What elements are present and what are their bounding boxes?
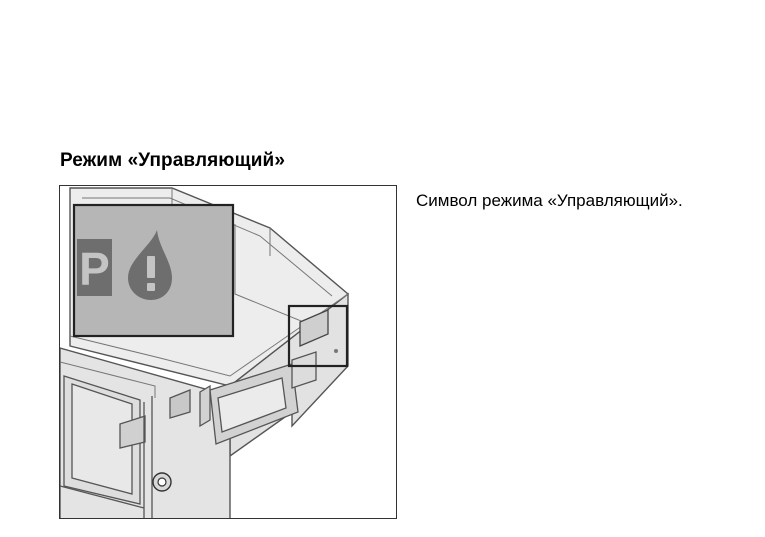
handle [169,351,317,445]
front-drawer [63,375,146,505]
section-heading: Режим «Управляющий» [60,150,285,171]
caption-text: Символ режима «Управляющий». [416,191,683,210]
front-base [60,396,153,518]
svg-text:P: P [79,243,110,295]
key-lock-icon [152,472,172,492]
drop-exclamation-icon [128,230,172,300]
parking-p-icon: P [77,239,112,296]
status-display [299,309,338,353]
device-illustration-svg: P [60,187,350,518]
device-illustration: P [59,185,397,519]
display-callout-frame [287,304,349,368]
